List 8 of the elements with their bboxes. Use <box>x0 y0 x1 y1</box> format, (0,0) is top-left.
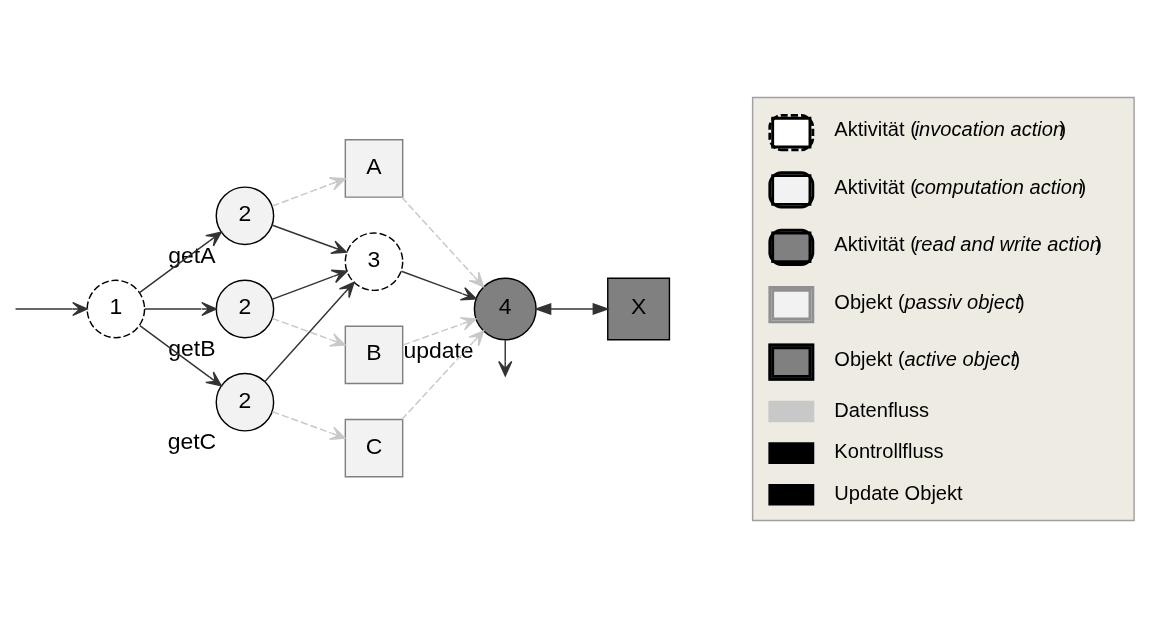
legend-label: Update Objekt <box>834 481 963 504</box>
legend-label: Kontrollfluss <box>834 439 944 462</box>
node-label: getC <box>167 427 217 454</box>
legend-label: Objekt (passiv object) <box>834 290 1025 313</box>
node-label: update <box>403 336 474 363</box>
legend-label: Datenfluss <box>834 398 930 421</box>
legend-label: Objekt (active object) <box>834 347 1021 370</box>
node-label: getB <box>168 334 216 361</box>
